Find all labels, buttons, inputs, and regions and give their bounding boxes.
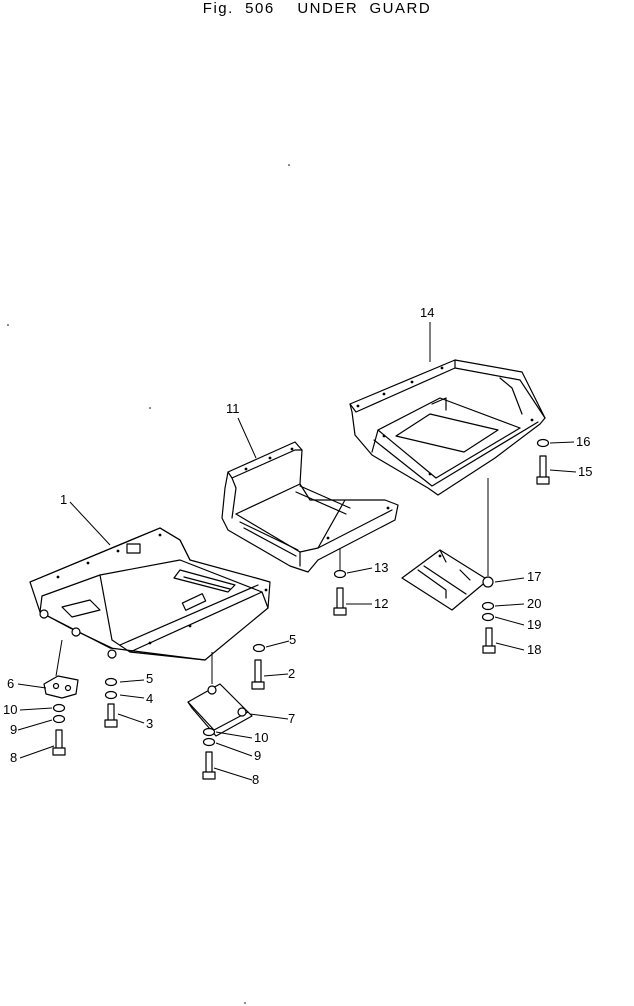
callout-20: 20 — [527, 596, 542, 611]
callout-5b: 5 — [146, 671, 154, 686]
rear-cover-part — [401, 549, 489, 611]
callout-13: 13 — [374, 560, 389, 575]
callout-18: 18 — [527, 642, 542, 657]
callout-16: 16 — [576, 434, 591, 449]
leader-lines — [17, 322, 577, 781]
washers — [52, 438, 550, 747]
callout-10a: 10 — [3, 702, 18, 717]
callout-7: 7 — [288, 711, 296, 726]
callout-8b: 8 — [252, 772, 260, 787]
bracket-part — [43, 675, 79, 699]
under-guard-middle-part — [221, 441, 399, 573]
callout-14: 14 — [420, 305, 435, 320]
under-guard-front-part — [29, 527, 271, 661]
callout-4: 4 — [146, 691, 154, 706]
callout-9b: 9 — [254, 748, 262, 763]
callout-12: 12 — [374, 596, 389, 611]
callout-15: 15 — [578, 464, 593, 479]
callout-5a: 5 — [289, 632, 297, 647]
callout-10b: 10 — [254, 730, 269, 745]
callout-19: 19 — [527, 617, 542, 632]
bolts — [52, 455, 550, 780]
callout-9a: 9 — [10, 722, 18, 737]
callout-1: 1 — [60, 492, 68, 507]
cover-plate-part — [187, 683, 253, 737]
callout-3: 3 — [146, 716, 154, 731]
callout-8a: 8 — [10, 750, 18, 765]
under-guard-rear-part — [349, 359, 546, 496]
callout-6: 6 — [7, 676, 15, 691]
callout-11: 11 — [226, 401, 240, 416]
callout-2: 2 — [288, 666, 296, 681]
figure-title: Fig. 506 UNDER GUARD — [202, 0, 432, 17]
assembly-guide-lines — [55, 478, 489, 684]
callout-17: 17 — [527, 569, 542, 584]
